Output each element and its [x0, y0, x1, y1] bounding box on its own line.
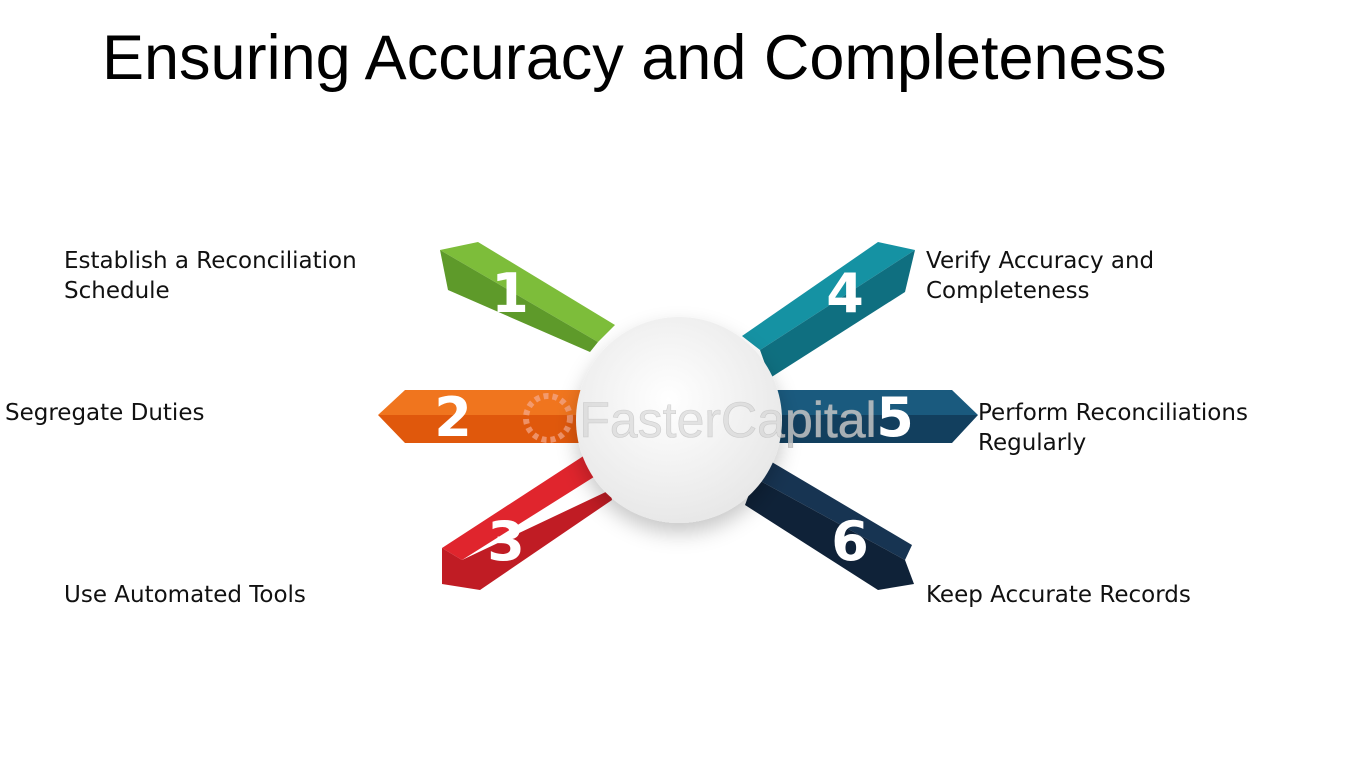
- step-5-label: Perform Reconciliations Regularly: [978, 400, 1248, 456]
- arrow-2-top-face: [378, 390, 585, 415]
- arrow-4-number: 4: [826, 262, 864, 325]
- step-3-label: Use Automated Tools: [64, 582, 306, 608]
- step-4-label: Verify Accuracy and Completeness: [926, 248, 1155, 304]
- arrow-3: 3: [442, 455, 612, 590]
- arrow-5-number: 5: [876, 386, 914, 449]
- arrow-3-number: 3: [487, 510, 525, 573]
- watermark-gear-icon: [523, 393, 573, 443]
- arrow-5: 5: [770, 386, 978, 449]
- arrow-6: 6: [745, 458, 914, 590]
- arrow-1-side-face: [440, 250, 598, 352]
- arrow-2-number: 2: [434, 386, 472, 449]
- arrow-5-top-face: [770, 390, 978, 415]
- step-1-label: Establish a Reconciliation Schedule: [64, 248, 357, 304]
- arrow-3-side-face: [442, 490, 612, 590]
- step-2-label: Segregate Duties: [5, 400, 205, 426]
- arrow-4-top-face: [742, 242, 915, 350]
- center-hub: [576, 317, 782, 523]
- watermark-overlay-text: FasterCapital: [579, 392, 876, 448]
- arrow-1-number: 1: [491, 262, 529, 325]
- arrow-4: 4: [742, 242, 915, 378]
- arrow-2: 2: [378, 386, 585, 449]
- arrow-1: 1: [440, 242, 615, 352]
- step-6-label: Keep Accurate Records: [926, 582, 1191, 608]
- arrow-3-top-face: [442, 455, 605, 560]
- arrow-1-top-face: [440, 242, 615, 342]
- arrow-4-side-face: [760, 250, 915, 378]
- arrow-6-side-face: [745, 478, 914, 590]
- arrow-6-top-face: [755, 458, 912, 560]
- page-title: Ensuring Accuracy and Completeness: [102, 23, 1167, 93]
- arrow-5-bottom-face: [770, 415, 978, 443]
- arrow-6-number: 6: [831, 510, 869, 573]
